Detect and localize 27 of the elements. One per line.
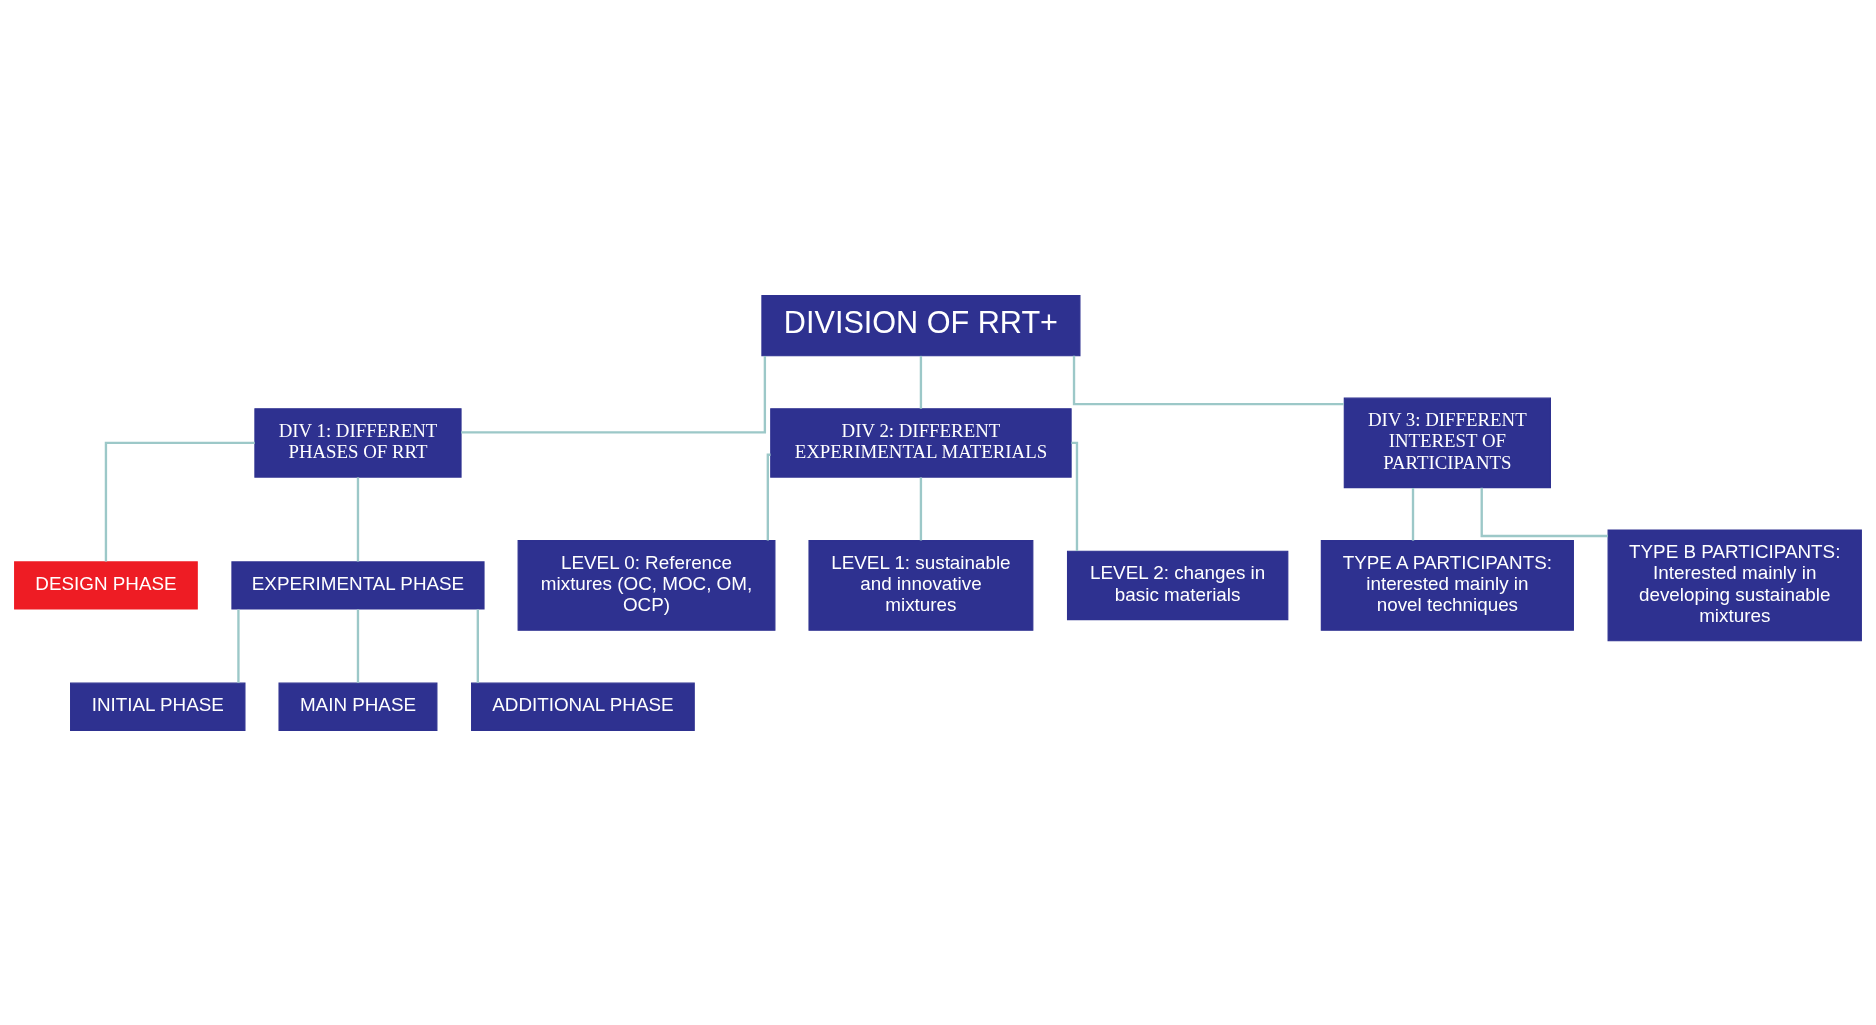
connector xyxy=(1072,355,1344,405)
node-box: DIV 2: DIFFERENT EXPERIMENTAL MATERIALS xyxy=(770,407,1072,478)
connector xyxy=(1411,487,1415,541)
node-box: MAIN PHASE xyxy=(278,682,438,731)
connector xyxy=(1480,487,1608,537)
connector xyxy=(104,441,255,562)
node-box: TYPE B PARTICIPANTS: Interested mainly in developing sustainable mixtures xyxy=(1607,529,1862,641)
node-box: LEVEL 0: Reference mixtures (OC, MOC, OM, OCP) xyxy=(517,539,776,631)
node-box: ADDITIONAL PHASE xyxy=(471,682,695,731)
node-box: DIV 3: DIFFERENT INTEREST OF PARTICIPANTS xyxy=(1343,397,1551,488)
connector xyxy=(356,476,360,561)
node-box: LEVEL 1: sustainable and innovative mixtures xyxy=(808,539,1034,631)
node-box: LEVEL 2: changes in basic materials xyxy=(1066,550,1289,620)
node-box: DESIGN PHASE xyxy=(14,560,198,610)
node-box: INITIAL PHASE xyxy=(70,682,246,731)
node-box: DIV 1: DIFFERENT PHASES OF RRT xyxy=(254,407,462,478)
connector xyxy=(476,608,479,683)
connector xyxy=(1071,441,1079,551)
node-box: DIVISION OF RRT+ xyxy=(761,294,1081,356)
connector xyxy=(919,355,923,409)
connector xyxy=(766,453,771,540)
connector xyxy=(237,608,240,683)
connector xyxy=(919,476,923,540)
connector xyxy=(461,355,767,433)
node-box: TYPE A PARTICIPANTS: interested mainly in novel techniques xyxy=(1320,539,1574,631)
connector xyxy=(356,608,360,683)
node-box: EXPERIMENTAL PHASE xyxy=(231,560,485,610)
